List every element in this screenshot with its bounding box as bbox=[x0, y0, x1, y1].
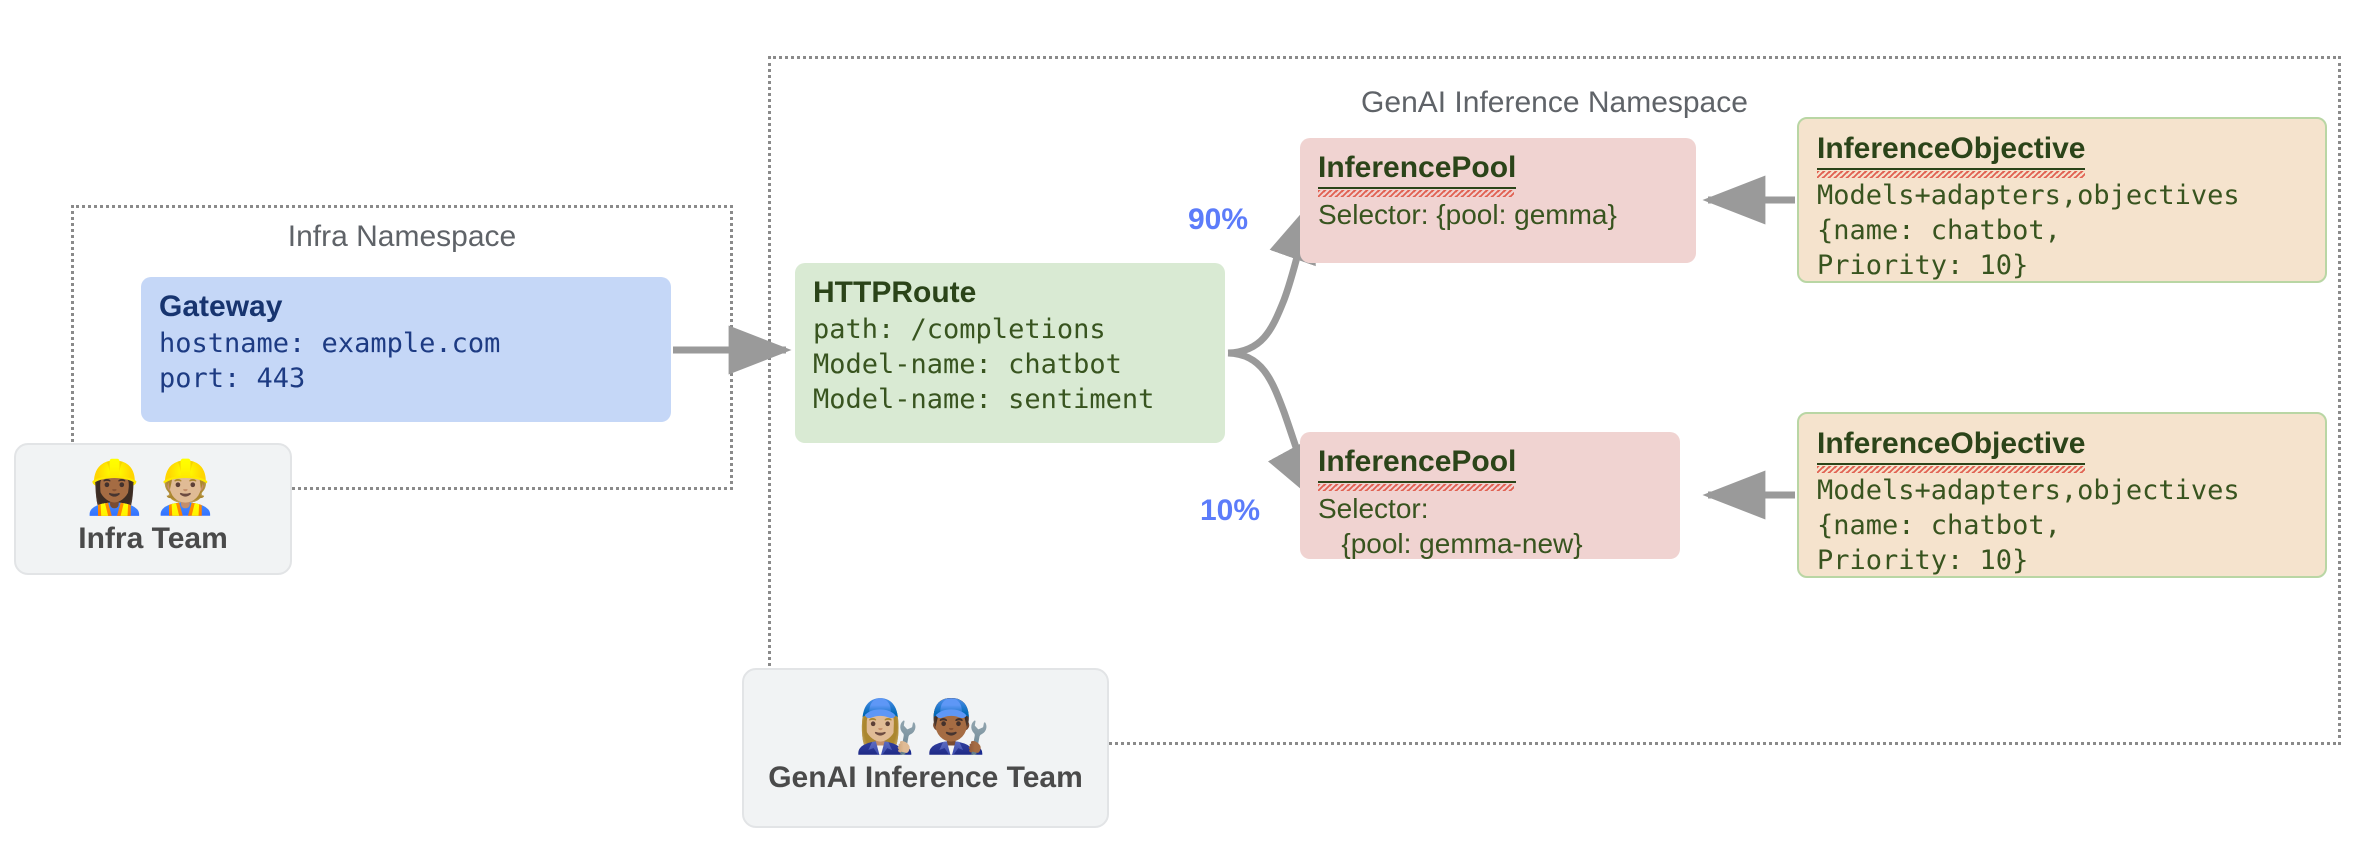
traffic-weight-bottom: 10% bbox=[1200, 494, 1261, 527]
node-inferenceobjective-bottom-title: InferenceObjective bbox=[1817, 426, 2086, 465]
node-inferencepool-gemma-new-title-wrap: InferencePool bbox=[1318, 444, 1662, 491]
node-inferencepool-gemma-selector: Selector: {pool: gemma} bbox=[1318, 198, 1617, 230]
node-inferencepool-gemma-new-selector-value: {pool: gemma-new} bbox=[1318, 528, 1583, 560]
node-httproute[interactable]: HTTPRoute path: /completions Model-name:… bbox=[795, 263, 1225, 443]
node-httproute-title: HTTPRoute bbox=[813, 276, 977, 309]
team-card-infra[interactable]: 👷🏾‍♀️👷🏼 Infra Team bbox=[14, 443, 292, 575]
genai-team-avatar-icon: 👩🏼‍🔧👨🏾‍🔧 bbox=[854, 698, 997, 756]
spellcheck-squiggle-icon bbox=[1318, 483, 1514, 491]
node-inferencepool-gemma-title-wrap: InferencePool bbox=[1318, 150, 1678, 197]
node-gateway-hostname: hostname: example.com bbox=[159, 327, 501, 359]
spellcheck-squiggle-icon bbox=[1318, 189, 1514, 197]
namespace-genai-label: GenAI Inference Namespace bbox=[1361, 86, 1748, 119]
node-gateway-title: Gateway bbox=[159, 290, 283, 323]
node-inferenceobjective-bottom[interactable]: InferenceObjective Models+adapters,objec… bbox=[1797, 412, 2327, 578]
node-inferenceobjective-bottom-models: Models+adapters,objectives bbox=[1817, 474, 2240, 506]
spellcheck-squiggle-icon bbox=[1817, 465, 2085, 473]
node-inferenceobjective-top-priority: Priority: 10} bbox=[1817, 249, 2029, 281]
infra-team-avatar-icon: 👷🏾‍♀️👷🏼 bbox=[82, 459, 224, 517]
genai-team-label: GenAI Inference Team bbox=[768, 761, 1083, 794]
node-inferencepool-gemma-new[interactable]: InferencePool Selector: {pool: gemma-new… bbox=[1300, 432, 1680, 559]
node-inferencepool-gemma-new-selector: Selector: bbox=[1318, 492, 1429, 524]
node-inferenceobjective-bottom-title-wrap: InferenceObjective bbox=[1817, 426, 2307, 473]
node-gateway[interactable]: Gateway hostname: example.com port: 443 bbox=[141, 277, 671, 422]
node-inferenceobjective-top-title-wrap: InferenceObjective bbox=[1817, 131, 2307, 178]
infra-team-label: Infra Team bbox=[78, 522, 228, 555]
node-inferenceobjective-bottom-name: {name: chatbot, bbox=[1817, 509, 2061, 541]
node-inferencepool-gemma[interactable]: InferencePool Selector: {pool: gemma} bbox=[1300, 138, 1696, 263]
node-inferenceobjective-top-models: Models+adapters,objectives bbox=[1817, 179, 2240, 211]
node-gateway-port: port: 443 bbox=[159, 362, 306, 394]
traffic-weight-top: 90% bbox=[1188, 203, 1249, 236]
node-inferenceobjective-bottom-priority: Priority: 10} bbox=[1817, 544, 2029, 576]
team-card-genai[interactable]: 👩🏼‍🔧👨🏾‍🔧 GenAI Inference Team bbox=[742, 668, 1109, 828]
namespace-genai bbox=[768, 56, 2341, 745]
node-inferenceobjective-top-title: InferenceObjective bbox=[1817, 131, 2086, 170]
node-httproute-path: path: /completions bbox=[813, 313, 1106, 345]
node-inferenceobjective-top[interactable]: InferenceObjective Models+adapters,objec… bbox=[1797, 117, 2327, 283]
node-httproute-model-chatbot: Model-name: chatbot bbox=[813, 348, 1122, 380]
node-inferencepool-gemma-title: InferencePool bbox=[1318, 150, 1517, 189]
node-inferencepool-gemma-new-title: InferencePool bbox=[1318, 444, 1517, 483]
node-httproute-model-sentiment: Model-name: sentiment bbox=[813, 383, 1155, 415]
namespace-infra-label: Infra Namespace bbox=[287, 220, 517, 253]
node-inferenceobjective-top-name: {name: chatbot, bbox=[1817, 214, 2061, 246]
spellcheck-squiggle-icon bbox=[1817, 170, 2085, 178]
